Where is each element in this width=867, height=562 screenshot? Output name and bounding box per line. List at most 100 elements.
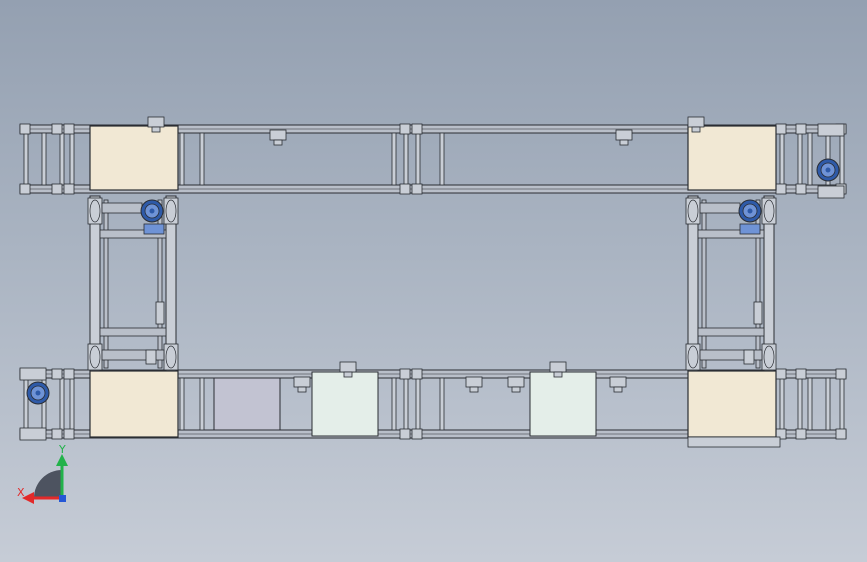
- cross-beam: [697, 229, 765, 239]
- clamp-foot: [511, 386, 521, 393]
- frame-post: [403, 132, 409, 186]
- bracket: [155, 301, 165, 325]
- stop-panel: [311, 371, 379, 437]
- frame-post: [199, 377, 205, 431]
- end-roller: [19, 427, 47, 441]
- clamp-foot: [619, 139, 629, 146]
- z-axis: [59, 495, 66, 502]
- gear-motor-icon: [738, 199, 762, 223]
- corner-joint: [795, 183, 807, 195]
- roller-rim: [763, 345, 775, 369]
- frame-post: [59, 377, 65, 431]
- gear-motor-icon: [26, 381, 50, 405]
- drive-shaft: [699, 202, 741, 214]
- clamp-body: [687, 116, 705, 128]
- clamp-foot: [297, 386, 307, 393]
- axis-x-label: X: [17, 486, 25, 499]
- lift-pad: [687, 125, 777, 191]
- motor-gearbox: [143, 223, 165, 235]
- end-roller: [19, 367, 47, 381]
- corner-joint: [835, 368, 847, 380]
- frame-post: [69, 132, 75, 186]
- motor-hub: [747, 208, 753, 214]
- corner-joint: [63, 428, 75, 440]
- clamp-foot: [343, 371, 353, 378]
- end-roller: [817, 123, 845, 137]
- shaft-coupling: [145, 349, 157, 365]
- side-post-inner: [701, 199, 707, 369]
- frame-post: [439, 132, 445, 186]
- corner-joint: [63, 123, 75, 135]
- frame-post: [797, 132, 803, 186]
- clamp-icon: [549, 361, 567, 378]
- clamp-body: [549, 361, 567, 373]
- frame-post: [839, 132, 845, 186]
- corner-joint: [795, 123, 807, 135]
- clamp-body: [615, 129, 633, 141]
- clamp-icon: [687, 116, 705, 133]
- frame-post: [69, 377, 75, 431]
- clamp-body: [269, 129, 287, 141]
- clamp-body: [339, 361, 357, 373]
- clamp-body: [147, 116, 165, 128]
- corner-joint: [51, 368, 63, 380]
- clamp-icon: [609, 376, 627, 393]
- clamp-foot: [151, 126, 161, 133]
- corner-joint: [63, 183, 75, 195]
- side-post-inner: [157, 199, 163, 369]
- clamp-foot: [613, 386, 623, 393]
- lift-pad: [89, 370, 179, 438]
- drive-shaft: [699, 349, 763, 361]
- corner-joint: [399, 123, 411, 135]
- clamp-foot: [273, 139, 283, 146]
- frame-post: [23, 132, 29, 186]
- corner-joint: [411, 368, 423, 380]
- frame-post: [391, 377, 397, 431]
- corner-joint: [411, 123, 423, 135]
- corner-joint: [51, 428, 63, 440]
- axis-y-label: Y: [59, 443, 66, 456]
- frame-post: [403, 377, 409, 431]
- frame-post: [59, 132, 65, 186]
- corner-joint: [411, 428, 423, 440]
- corner-joint: [19, 183, 31, 195]
- clamp-icon: [507, 376, 525, 393]
- motor-hub: [825, 167, 831, 173]
- corner-joint: [795, 368, 807, 380]
- frame-post: [41, 132, 47, 186]
- roller-rim: [687, 199, 699, 223]
- corner-joint: [51, 183, 63, 195]
- lift-pad: [687, 370, 777, 438]
- bracket: [753, 301, 763, 325]
- corner-joint: [795, 428, 807, 440]
- roller-rim: [89, 199, 101, 223]
- corner-joint: [411, 183, 423, 195]
- frame-post: [391, 132, 397, 186]
- left-side-frame: [87, 195, 179, 373]
- corner-joint: [19, 123, 31, 135]
- roller-rim: [89, 345, 101, 369]
- frame-post: [199, 132, 205, 186]
- coordinate-triad-icon: [22, 454, 68, 504]
- frame-post: [779, 132, 785, 186]
- frame-post: [415, 132, 421, 186]
- gear-motor-icon: [140, 199, 164, 223]
- frame-post: [825, 377, 831, 431]
- clamp-icon: [269, 129, 287, 146]
- corner-joint: [63, 368, 75, 380]
- guard-panel: [213, 377, 281, 431]
- corner-joint: [399, 428, 411, 440]
- corner-joint: [775, 123, 787, 135]
- frame-post: [839, 377, 845, 431]
- clamp-body: [293, 376, 311, 388]
- frame-post: [415, 377, 421, 431]
- corner-joint: [775, 183, 787, 195]
- frame-post: [779, 377, 785, 431]
- frame-post: [807, 132, 813, 186]
- base-plate: [687, 436, 781, 448]
- drive-shaft: [101, 349, 165, 361]
- clamp-icon: [465, 376, 483, 393]
- cross-beam: [99, 327, 167, 337]
